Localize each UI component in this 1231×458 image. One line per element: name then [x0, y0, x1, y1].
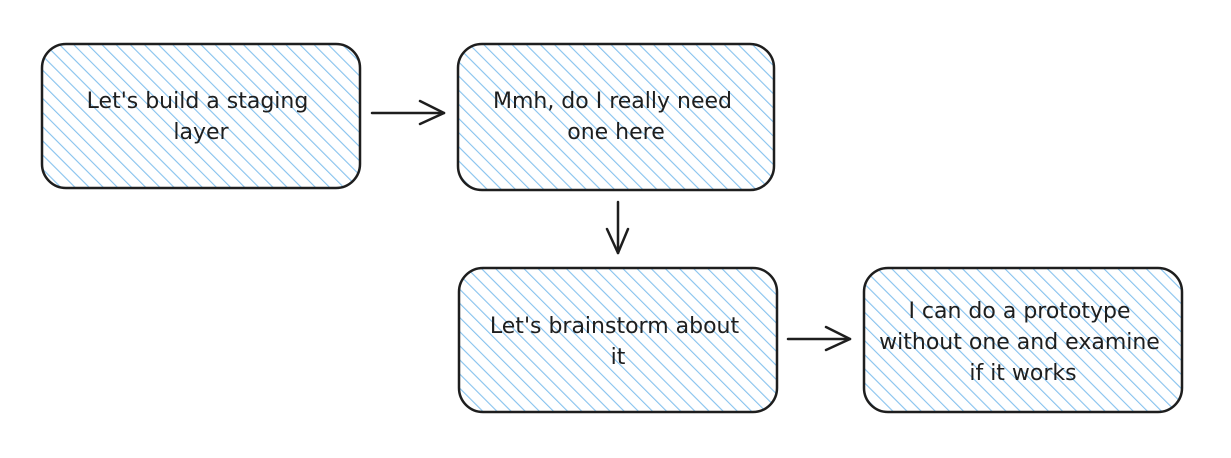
arrow-n3-to-n4: [786, 325, 852, 352]
arrow-n2-to-n3: [605, 200, 630, 255]
node-build-staging-layer[interactable]: Let's build a staging layer: [40, 42, 362, 190]
arrow-n1-to-n2: [370, 99, 446, 126]
node-prototype-without-one[interactable]: I can do a prototype without one and exa…: [862, 266, 1184, 414]
node-label: Mmh, do I really need one here: [493, 89, 739, 145]
node-label: Let's brainstorm about it: [490, 314, 746, 370]
node-label: I can do a prototype without one and exa…: [879, 299, 1167, 386]
node-brainstorm-about-it[interactable]: Let's brainstorm about it: [457, 266, 779, 414]
node-really-need-one[interactable]: Mmh, do I really need one here: [456, 42, 776, 192]
node-label: Let's build a staging layer: [87, 89, 316, 145]
